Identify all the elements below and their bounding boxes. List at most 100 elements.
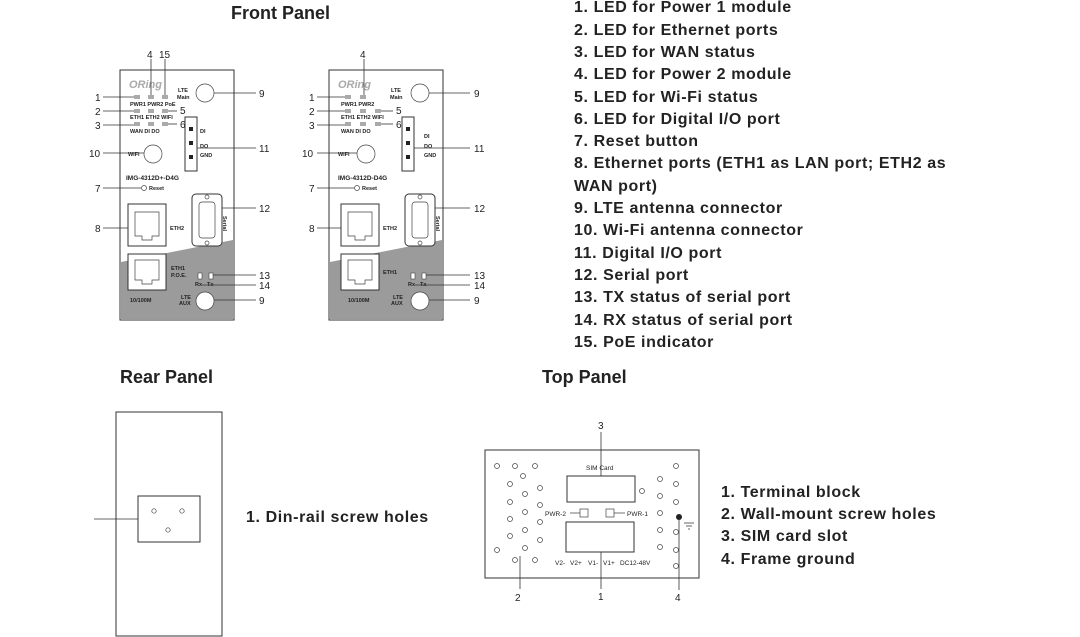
speed-label: 10/100M <box>348 298 370 304</box>
led-row-label: WAN DI DO <box>341 129 371 135</box>
callout-number: 4 <box>360 50 366 61</box>
led-wan <box>345 122 351 126</box>
legend-item: 14. RX status of serial port <box>574 312 793 329</box>
rx-label: Rx <box>195 282 203 288</box>
device-front-panel-2: ORing LTE Main PWR1 PWR2 ETH1 ETH2 WIFI … <box>302 50 486 321</box>
lte-aux-label: AUX <box>391 301 403 307</box>
led-row-label: ETH1 ETH2 WIFI <box>341 115 384 121</box>
oring-logo: ORing <box>338 79 371 91</box>
tx-led <box>208 272 214 280</box>
callout-number: 9 <box>474 296 480 307</box>
legend-item: 12. Serial port <box>574 267 689 284</box>
pwr1-label: PWR-1 <box>627 511 648 518</box>
callout-number: 14 <box>259 281 271 292</box>
lte-main-antenna-connector <box>410 83 430 103</box>
eth2-port <box>340 203 380 247</box>
callout-number: 3 <box>95 121 101 132</box>
rear-panel-drawing: 1. Din-rail screw holes <box>94 411 429 637</box>
callout-number: 5 <box>180 106 186 117</box>
lte-main-antenna-connector <box>195 83 215 103</box>
serial-port <box>191 193 223 247</box>
wifi-antenna-connector <box>356 144 376 164</box>
top-panel-legend: 1. Terminal block 2. Wall-mount screw ho… <box>721 484 936 568</box>
callout-number: 5 <box>396 106 402 117</box>
top-legend-item: 3. SIM card slot <box>721 528 848 545</box>
top-legend-item: 1. Terminal block <box>721 484 861 501</box>
legend-item: 10. Wi-Fi antenna connector <box>574 222 803 239</box>
sim-card-slot <box>566 475 636 503</box>
callout-number: 4 <box>675 593 681 604</box>
legend-item: 8. Ethernet ports (ETH1 as LAN port; ETH… <box>574 155 946 172</box>
dio-label: DI <box>200 129 206 135</box>
legend-item: 2. LED for Ethernet ports <box>574 22 778 39</box>
model-name: IMG-4312D+-D4G <box>126 175 179 182</box>
lte-aux-antenna-connector <box>410 291 430 311</box>
lte-aux-label: LTE <box>181 295 191 301</box>
terminal-block <box>565 521 635 553</box>
lte-aux-label: LTE <box>393 295 403 301</box>
callout-number: 1 <box>309 93 315 104</box>
eth1-port <box>340 253 380 291</box>
callout-number: 1 <box>598 592 604 603</box>
top-panel-title: Top Panel <box>542 367 627 387</box>
legend-item: 9. LTE antenna connector <box>574 200 783 217</box>
legend-item: 6. LED for Digital I/O port <box>574 111 780 128</box>
reset-label: Reset <box>362 186 377 192</box>
callout-number: 10 <box>89 149 101 160</box>
eth1-port <box>127 253 167 291</box>
led-eth2 <box>148 109 154 113</box>
serial-label: Serial <box>221 216 227 231</box>
callout-number: 13 <box>474 271 486 282</box>
top-panel-drawing: SIM Card PWR-2 PWR-1 V2- V2+ V1- V1+ DC1… <box>484 421 700 604</box>
device-front-panel-1: ORing LTE Main PWR1 PWR2 PoE ETH1 ETH2 W… <box>89 50 271 321</box>
front-panel-legend: 1. LED for Power 1 module 2. LED for Eth… <box>574 0 946 351</box>
rx-led <box>197 272 203 280</box>
rear-legend-item: 1. Din-rail screw holes <box>246 509 429 526</box>
callout-number: 9 <box>259 89 265 100</box>
dio-label: DI <box>424 134 430 140</box>
rx-led <box>410 272 416 280</box>
legend-item: 13. TX status of serial port <box>574 289 791 306</box>
callout-number: 1 <box>95 93 101 104</box>
lte-main-label: LTE <box>178 88 188 94</box>
top-legend-item: 2. Wall-mount screw holes <box>721 506 936 523</box>
callout-number: 8 <box>95 224 101 235</box>
led-di <box>360 122 366 126</box>
terminal-label: V1+ <box>603 560 615 567</box>
speed-label: 10/100M <box>130 298 152 304</box>
callout-number: 3 <box>309 121 315 132</box>
tx-led <box>421 272 427 280</box>
led-eth1 <box>134 109 140 113</box>
legend-item: 3. LED for WAN status <box>574 44 756 61</box>
callout-number: 9 <box>259 296 265 307</box>
lte-aux-label: AUX <box>179 301 191 307</box>
legend-item: 15. PoE indicator <box>574 334 714 351</box>
pwr2-label: PWR-2 <box>545 511 566 518</box>
reset-button <box>354 185 360 191</box>
top-panel-body <box>484 449 700 579</box>
callout-number: 11 <box>259 144 270 155</box>
reset-button <box>141 185 147 191</box>
din-rail-screw-hole <box>179 508 185 514</box>
led-pwr2 <box>360 95 366 99</box>
led-row-label: PWR1 PWR2 PoE <box>130 102 176 108</box>
callout-number: 7 <box>95 184 101 195</box>
legend-item: 1. LED for Power 1 module <box>574 0 792 16</box>
lte-aux-antenna-connector <box>195 291 215 311</box>
din-rail-screw-hole <box>151 508 157 514</box>
callout-number: 9 <box>474 89 480 100</box>
led-poe <box>162 95 168 99</box>
legend-item: 5. LED for Wi-Fi status <box>574 89 758 106</box>
terminal-label: DC12-48V <box>620 560 651 567</box>
eth2-label: ETH2 <box>170 226 184 232</box>
eth1-label: ETH1 <box>383 270 397 276</box>
callout-number: 13 <box>259 271 271 282</box>
led-eth2 <box>360 109 366 113</box>
led-row-label: ETH1 ETH2 WIFI <box>130 115 173 121</box>
dio-label: DO <box>424 144 433 150</box>
legend-item: 7. Reset button <box>574 133 699 150</box>
legend-item: 4. LED for Power 2 module <box>574 66 792 83</box>
wifi-antenna-connector <box>143 144 163 164</box>
lte-main-label: Main <box>177 95 190 101</box>
